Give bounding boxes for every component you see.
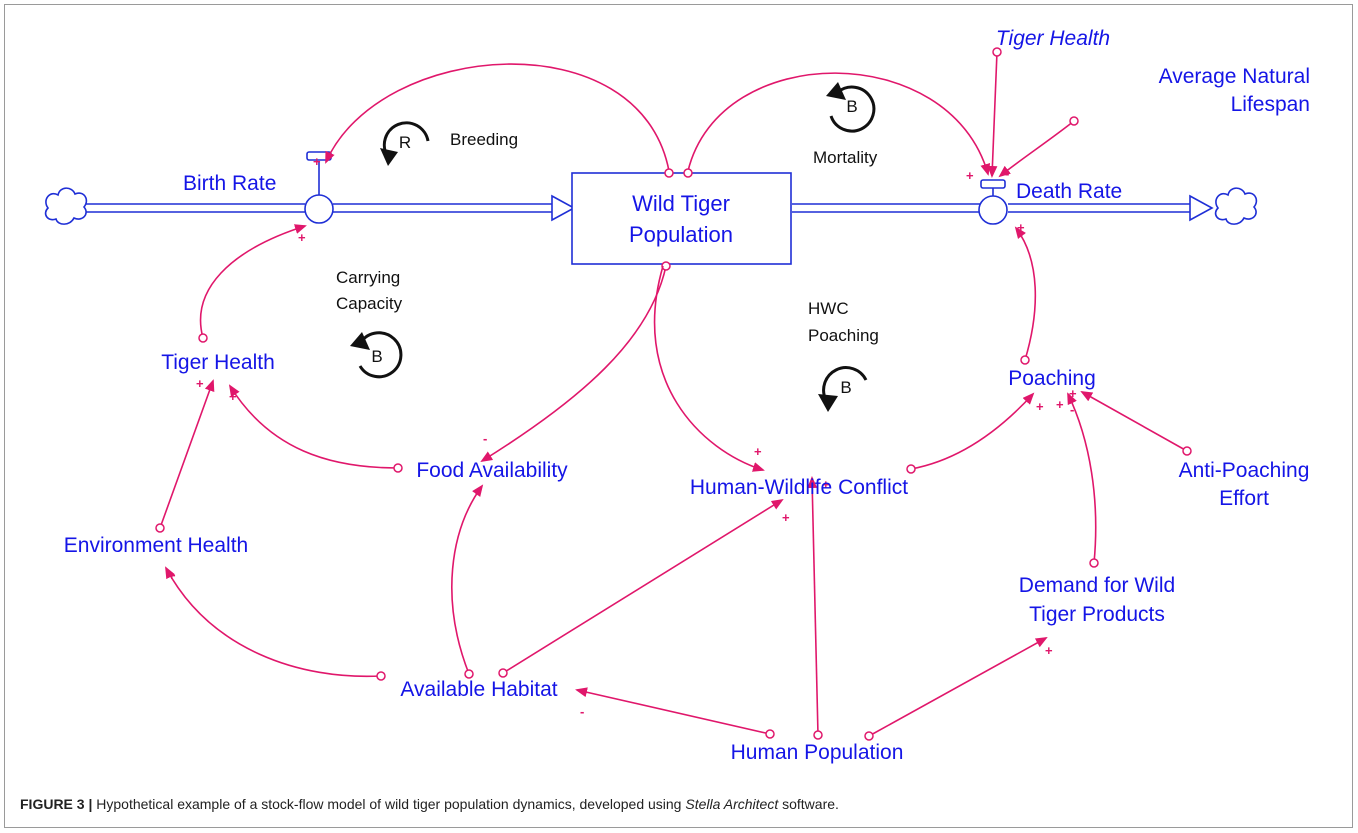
svg-text:-: - (1070, 402, 1074, 417)
polarity-signs: + + - + + + + - - + - + + + + + + + - (168, 154, 1077, 719)
average-lifespan-label-line2[interactable]: Lifespan (1231, 93, 1310, 116)
carrying-capacity-label-line2: Capacity (336, 294, 403, 313)
link-environment-to-tigerhealth (159, 379, 215, 529)
link-lifespan-to-death (998, 120, 1075, 178)
cloud-source-icon (44, 187, 88, 225)
link-habitat-to-environment (165, 566, 382, 678)
svg-text:-: - (483, 431, 487, 446)
svg-text:+: + (1036, 399, 1044, 414)
link-stock-to-food (480, 265, 667, 463)
death-rate-label[interactable]: Death Rate (1016, 180, 1122, 203)
loop-arrow-icon (350, 331, 403, 379)
breeding-loop-label: Breeding (450, 130, 518, 149)
svg-text:+: + (313, 154, 321, 169)
demand-label-line1[interactable]: Demand for Wild (1019, 574, 1175, 597)
stock-label-line2: Population (629, 222, 733, 247)
svg-text:+: + (782, 510, 790, 525)
stock-label-line1: Wild Tiger (632, 191, 730, 216)
tiger-health-top-label[interactable]: Tiger Health (996, 27, 1110, 50)
demand-label-line2[interactable]: Tiger Products (1029, 603, 1165, 626)
svg-text:+: + (229, 389, 237, 404)
loop-arrow-icon (380, 121, 430, 166)
link-stock-to-hwc (653, 265, 765, 472)
birth-flow-pipe (86, 194, 576, 222)
loop-arrow-icon (818, 366, 868, 412)
hwc-poaching-label-line2: Poaching (808, 326, 879, 345)
mortality-loop-type: B (846, 97, 857, 116)
svg-text:+: + (196, 376, 204, 391)
svg-text:-: - (476, 484, 480, 499)
food-availability-label[interactable]: Food Availability (416, 459, 568, 482)
tiger-health-left-label[interactable]: Tiger Health (161, 351, 275, 374)
hwc-poaching-loop-type: B (840, 378, 851, 397)
available-habitat-label[interactable]: Available Habitat (400, 678, 557, 701)
hwc-poaching-label-line1: HWC (808, 299, 849, 318)
link-tigerhealth-to-death (987, 51, 998, 178)
carrying-capacity-loop-type: B (371, 347, 382, 366)
link-stock-to-birth (325, 63, 670, 172)
birth-rate-label[interactable]: Birth Rate (183, 172, 276, 195)
human-population-label[interactable]: Human Population (731, 741, 904, 764)
svg-text:+: + (822, 477, 830, 492)
caption-figure-label: FIGURE 3 | (20, 796, 93, 812)
link-poaching-to-death (1014, 226, 1037, 361)
environment-health-label[interactable]: Environment Health (64, 534, 248, 557)
link-habitat-to-hwc (502, 498, 784, 674)
anti-poaching-label-line1[interactable]: Anti-Poaching (1179, 459, 1310, 482)
link-antipoaching-to-poaching (1080, 391, 1188, 452)
wild-tiger-population-stock[interactable] (571, 172, 792, 265)
carrying-capacity-label-line1: Carrying (336, 268, 400, 287)
valve-icon (978, 179, 1008, 225)
svg-text:+: + (298, 230, 306, 245)
figure-frame (4, 4, 1353, 828)
link-humanpop-to-habitat (575, 687, 771, 735)
average-lifespan-label-line1[interactable]: Average Natural (1159, 65, 1310, 88)
anti-poaching-label-line2[interactable]: Effort (1219, 487, 1269, 510)
caption-text: Hypothetical example of a stock-flow mod… (92, 796, 686, 812)
breeding-loop-type: R (399, 133, 411, 152)
link-habitat-to-food (451, 484, 484, 675)
link-demand-to-poaching (1067, 392, 1097, 564)
link-hwc-to-poaching (910, 392, 1035, 470)
stock-flow-diagram: Wild Tiger Population (44, 27, 1310, 764)
svg-text:+: + (1045, 643, 1053, 658)
svg-text:+: + (1069, 386, 1077, 401)
mortality-loop-label: Mortality (813, 148, 878, 167)
link-tigerhealth-to-birth (199, 224, 307, 339)
svg-text:-: - (1005, 166, 1009, 181)
svg-text:+: + (754, 444, 762, 459)
caption-text-end: software. (778, 796, 839, 812)
svg-text:-: - (580, 704, 584, 719)
loop-arrow-icon (826, 82, 876, 133)
death-flow-pipe (792, 194, 1214, 222)
svg-text:+: + (1017, 220, 1025, 235)
human-wildlife-conflict-label[interactable]: Human-Wildlife Conflict (690, 476, 908, 499)
svg-text:+: + (168, 568, 176, 583)
link-humanpop-to-demand (868, 637, 1048, 737)
caption-software: Stella Architect (685, 796, 779, 812)
link-stock-to-death (687, 72, 991, 176)
figure-caption: FIGURE 3 | Hypothetical example of a sto… (20, 796, 839, 812)
link-food-to-tigerhealth (228, 384, 399, 469)
svg-text:+: + (1056, 397, 1064, 412)
poaching-label[interactable]: Poaching (1008, 367, 1096, 390)
svg-text:+: + (966, 168, 974, 183)
cloud-sink-icon (1214, 187, 1258, 225)
link-humanpop-to-hwc (807, 476, 819, 736)
